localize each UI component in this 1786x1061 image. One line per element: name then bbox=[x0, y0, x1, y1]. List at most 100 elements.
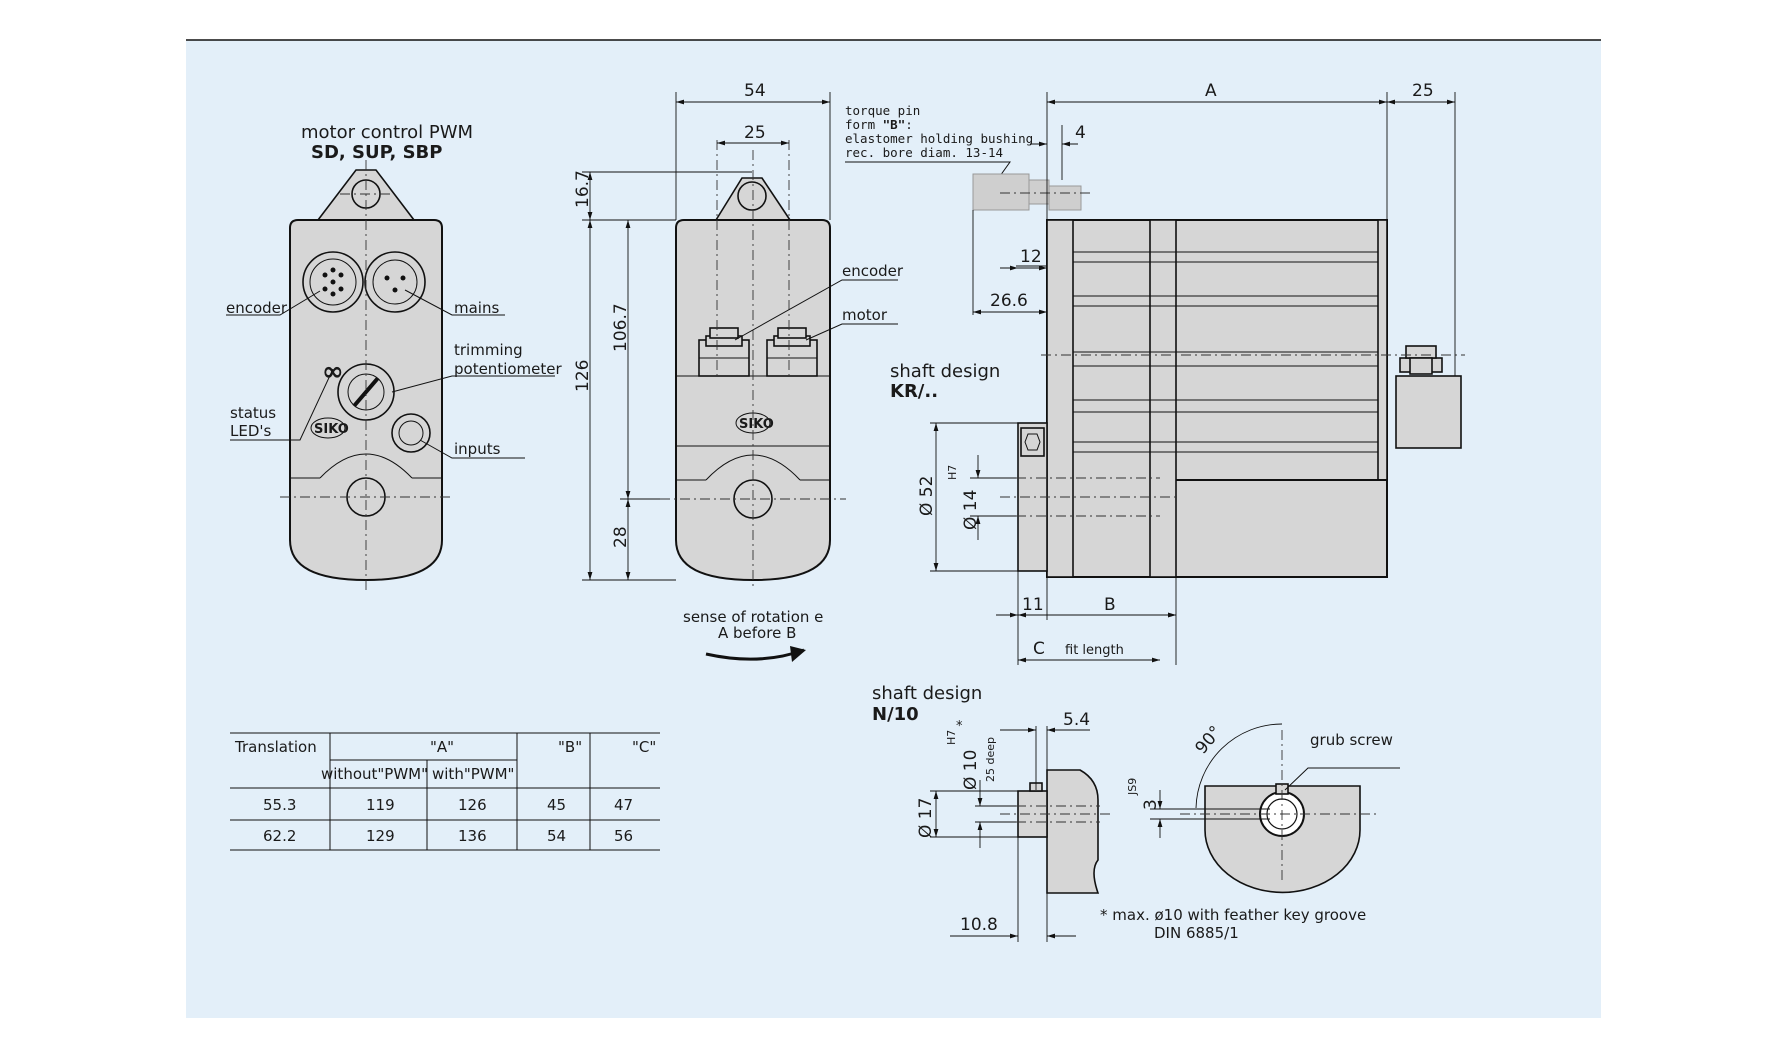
n10-housing bbox=[1046, 769, 1100, 894]
pin bbox=[322, 272, 328, 278]
dim-10-8-text: 10.8 bbox=[960, 915, 998, 935]
table-header-with: with"PWM" bbox=[432, 765, 514, 783]
rotation-arrow-head bbox=[790, 646, 806, 662]
torque-pin-tip bbox=[1028, 179, 1050, 205]
fit-length-text: fit length bbox=[1065, 643, 1124, 658]
deep-text: 25 deep bbox=[984, 737, 997, 782]
table-cell-a-with: 126 bbox=[458, 796, 487, 814]
kr-label-1: shaft design bbox=[890, 361, 1000, 382]
dim-14-text: Ø 14 bbox=[961, 490, 981, 530]
table-cell-translation: 62.2 bbox=[263, 827, 296, 845]
table-cell-a-without: 129 bbox=[366, 827, 395, 845]
leader-motor bbox=[805, 323, 898, 341]
table-row: 55.3 119 126 45 47 bbox=[263, 796, 633, 814]
angle-arc bbox=[1195, 723, 1283, 809]
encoder-connector-ring bbox=[309, 258, 357, 306]
note-line-2: DIN 6885/1 bbox=[1154, 924, 1239, 942]
n10-front-body bbox=[1204, 785, 1361, 894]
encoder-label: encoder bbox=[226, 299, 288, 317]
dim-10-text: Ø 10 bbox=[961, 750, 981, 790]
status-label-1: status bbox=[230, 404, 276, 422]
logo-outline bbox=[310, 417, 346, 439]
rotation-label-1: sense of rotation e bbox=[683, 608, 823, 626]
grub-screw-label: grub screw bbox=[1310, 731, 1393, 749]
torque-pin bbox=[972, 173, 1030, 211]
siko-logo: SIKO bbox=[314, 422, 349, 437]
dim-17-text: Ø 17 bbox=[916, 798, 936, 838]
dim-B-text: B bbox=[1104, 595, 1116, 615]
table-header-C: "C" bbox=[632, 738, 656, 756]
inputs-ring bbox=[398, 420, 424, 446]
motor-label: motor bbox=[842, 306, 888, 324]
n10-title-1: shaft design bbox=[872, 683, 982, 704]
table-header-A: "A" bbox=[430, 738, 454, 756]
kr-label-2: KR/.. bbox=[890, 381, 938, 402]
dim-25-right-text: 25 bbox=[1412, 81, 1434, 101]
leader-trimming bbox=[391, 375, 555, 393]
torque-pin-label-1: torque pin bbox=[845, 103, 920, 118]
dim-4-text: 4 bbox=[1075, 123, 1086, 143]
torque-pin-bushing bbox=[1048, 185, 1082, 211]
pin bbox=[392, 287, 398, 293]
status-label-2: LED's bbox=[230, 422, 272, 440]
table-cell-b: 45 bbox=[547, 796, 566, 814]
trimming-label-2: potentiometer bbox=[454, 360, 562, 378]
table-header-without: without"PWM" bbox=[321, 765, 428, 783]
side-conn-body bbox=[1409, 357, 1433, 375]
motor-flange bbox=[1046, 219, 1074, 578]
dim-5-4-text: 5.4 bbox=[1063, 710, 1090, 730]
encoder-label: encoder bbox=[842, 262, 904, 280]
leader-status bbox=[230, 368, 334, 441]
dim-16-7-text: 16.7 bbox=[573, 170, 593, 208]
dim-A-text: A bbox=[1205, 81, 1217, 101]
js9-text: JS9 bbox=[1126, 778, 1139, 796]
motor-cap bbox=[777, 327, 807, 339]
clamp-screw bbox=[1020, 427, 1045, 457]
pin bbox=[338, 286, 344, 292]
motor-ring bbox=[1149, 219, 1177, 578]
n10-title-2: N/10 bbox=[872, 704, 919, 725]
hex-head bbox=[1024, 433, 1041, 451]
table-cell-c: 47 bbox=[614, 796, 633, 814]
leader-inputs bbox=[419, 439, 525, 459]
torque-pin-label-2: form "B": bbox=[845, 117, 913, 132]
encoder-cap bbox=[709, 327, 739, 339]
dim-54-text: 54 bbox=[744, 81, 766, 101]
table-header-B: "B" bbox=[558, 738, 582, 756]
mount-hole bbox=[737, 181, 767, 211]
dim-25-text: 25 bbox=[744, 123, 766, 143]
siko-logo: SIKO bbox=[739, 417, 774, 432]
dim-26-6-text: 26.6 bbox=[990, 291, 1028, 311]
dim-106-7-text: 106.7 bbox=[611, 303, 631, 352]
table-cell-a-without: 119 bbox=[366, 796, 395, 814]
dim-C-text: C bbox=[1033, 639, 1045, 659]
dim-126-text: 126 bbox=[573, 360, 593, 392]
inputs-connector bbox=[391, 413, 431, 453]
pin bbox=[384, 275, 390, 281]
table-row: 62.2 129 136 54 56 bbox=[263, 827, 633, 845]
table-header-translation: Translation bbox=[234, 738, 317, 756]
torque-pin-label-3: elastomer holding bushing bbox=[845, 131, 1033, 146]
side-conn-cap bbox=[1405, 345, 1437, 359]
dim-12-text: 12 bbox=[1020, 247, 1042, 267]
table-cell-a-with: 136 bbox=[458, 827, 487, 845]
note-line-1: * max. ø10 with feather key groove bbox=[1100, 906, 1366, 924]
torque-pin-label-4: rec. bore diam. 13-14 bbox=[845, 145, 1003, 160]
mains-connector-ring bbox=[372, 259, 418, 305]
trimming-label-1: trimming bbox=[454, 341, 523, 359]
pot-slot bbox=[352, 376, 380, 408]
table-cell-c: 56 bbox=[614, 827, 633, 845]
pin bbox=[322, 286, 328, 292]
dim-11-text: 11 bbox=[1022, 595, 1044, 615]
leader-mains bbox=[404, 289, 505, 316]
middle-view: SIKO 54 25 16.7 106.7 126 28 encoder mot… bbox=[573, 81, 904, 662]
motor-end bbox=[1377, 219, 1388, 481]
motor-side-connector bbox=[1395, 375, 1462, 449]
rotation-label-2: A before B bbox=[718, 624, 796, 642]
n10-h7: H7 bbox=[945, 730, 958, 745]
dim-52-text: Ø 52 bbox=[917, 476, 937, 516]
dim-28-text: 28 bbox=[611, 526, 631, 548]
inputs-label: inputs bbox=[454, 440, 501, 458]
